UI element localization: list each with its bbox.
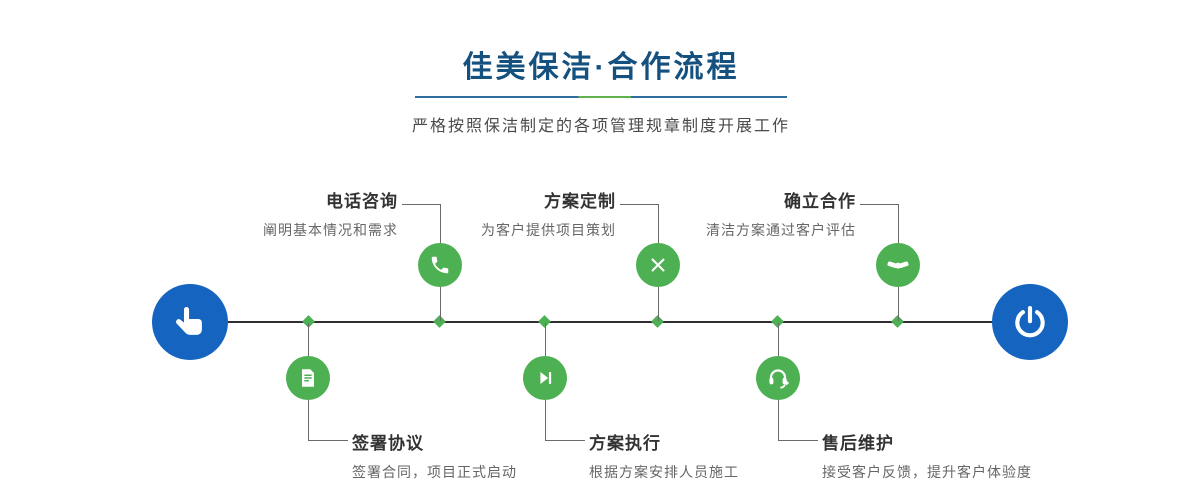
connector-line [898,287,899,321]
step-label-execution: 方案执行 根据方案安排人员施工 [589,429,739,482]
page-subtitle: 严格按照保洁制定的各项管理规章制度开展工作 [411,118,790,135]
phone-icon [429,254,451,276]
step-label-phone: 电话咨询 阐明基本情况和需求 [263,187,398,240]
connector-line [545,440,585,441]
connector-line [545,323,546,356]
step-label-aftersales: 售后维护 接受客户反馈，提升客户体验度 [822,429,1032,482]
step-title: 方案执行 [589,434,661,453]
timeline-axis [190,321,1030,323]
connector-line [658,204,659,243]
connector-line [308,323,309,356]
title-divider [415,96,787,98]
step-desc: 清洁方案通过客户评估 [706,222,856,238]
step-node-phone [418,243,462,287]
pen-ruler-icon [647,254,669,276]
connector-line [545,400,546,440]
play-step-icon [534,367,556,389]
step-label-cooperation: 确立合作 清洁方案通过客户评估 [706,187,856,240]
step-node-aftersales [756,356,800,400]
step-title: 售后维护 [822,434,894,453]
step-desc: 签署合同，项目正式启动 [352,464,517,480]
connector-line [402,204,440,205]
pointing-hand-icon [171,303,209,341]
step-desc: 根据方案安排人员施工 [589,464,739,480]
connector-line [778,400,779,440]
connector-line [778,323,779,356]
connector-line [898,204,899,243]
step-node-cooperation [876,243,920,287]
connector-line [860,204,898,205]
connector-line [308,440,348,441]
step-label-plan: 方案定制 为客户提供项目策划 [481,187,616,240]
timeline-end-node [992,284,1068,360]
connector-line [440,287,441,321]
step-title: 确立合作 [784,192,856,211]
step-node-agreement [286,356,330,400]
step-label-agreement: 签署协议 签署合同，项目正式启动 [352,429,517,482]
power-icon [1011,303,1049,341]
page-title: 佳美保洁·合作流程 [462,51,740,84]
step-title: 电话咨询 [326,192,398,211]
handshake-icon [886,253,910,277]
connector-line [620,204,658,205]
step-desc: 接受客户反馈，提升客户体验度 [822,464,1032,480]
document-pen-icon [297,367,319,389]
step-node-execution [523,356,567,400]
connector-line [440,204,441,243]
headset-support-icon [766,366,790,390]
step-title: 方案定制 [544,192,616,211]
connector-line [308,400,309,440]
step-desc: 阐明基本情况和需求 [263,222,398,238]
step-node-plan [636,243,680,287]
connector-line [778,440,818,441]
connector-line [658,287,659,321]
step-title: 签署协议 [352,434,424,453]
timeline-start-node [152,284,228,360]
step-desc: 为客户提供项目策划 [481,222,616,238]
